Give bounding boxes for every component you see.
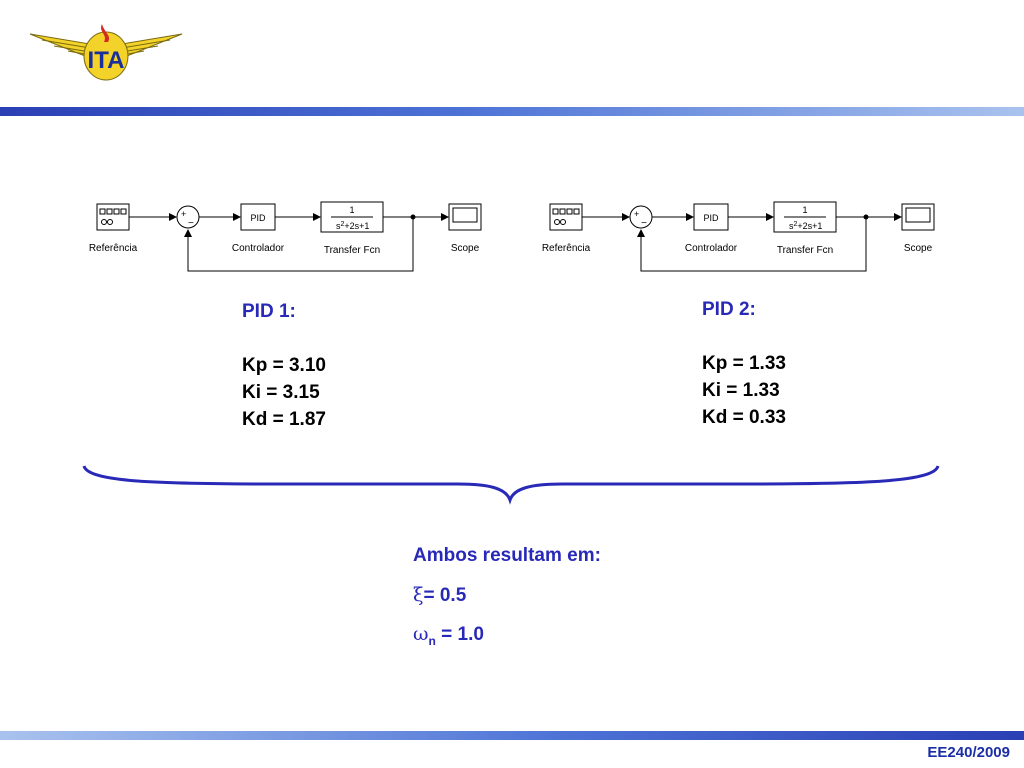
curly-brace — [82, 465, 940, 505]
pid2-title: PID 2: — [702, 299, 756, 320]
reference-block-1[interactable]: Referência — [89, 203, 138, 254]
svg-text:Referência: Referência — [89, 243, 138, 254]
scope-block-1[interactable]: Scope — [448, 203, 482, 254]
svg-text:+: + — [634, 209, 639, 219]
svg-text:Controlador: Controlador — [685, 243, 738, 254]
svg-text:ITA: ITA — [88, 47, 125, 74]
omega-symbol: ω — [413, 623, 429, 645]
diagram-2: Referência + − PID Controlador 1 s2+2s+1… — [542, 201, 935, 272]
svg-text:Scope: Scope — [904, 243, 933, 254]
svg-text:s2+2s+1: s2+2s+1 — [336, 221, 369, 231]
svg-text:Transfer Fcn: Transfer Fcn — [324, 245, 380, 256]
svg-text:−: − — [641, 218, 647, 229]
svg-text:Controlador: Controlador — [232, 243, 285, 254]
summary-title: Ambos resultam em: — [413, 545, 601, 566]
pid1-kd: Kd = 1.87 — [242, 409, 326, 430]
svg-text:PID: PID — [250, 213, 266, 223]
simulink-diagrams: Referência + − PID Controlador 1 s2+2s+1… — [89, 201, 935, 272]
transfer-fcn-block-2[interactable]: 1 s2+2s+1 Transfer Fcn — [773, 201, 837, 256]
svg-text:−: − — [188, 218, 194, 229]
pid1-title: PID 1: — [242, 301, 296, 322]
transfer-fcn-block-1[interactable]: 1 s2+2s+1 Transfer Fcn — [320, 201, 384, 256]
sum-block-1[interactable]: + − — [176, 205, 200, 229]
summary: Ambos resultam em: ξ= 0.5 ωn = 1.0 — [413, 545, 601, 662]
wn-value: = 1.0 — [435, 624, 484, 645]
wn-line: ωn = 1.0 — [413, 623, 601, 662]
sum-block-2[interactable]: + − — [629, 205, 653, 229]
svg-text:Transfer Fcn: Transfer Fcn — [777, 245, 833, 256]
pid2-kd: Kd = 0.33 — [702, 407, 786, 428]
svg-text:1: 1 — [802, 205, 807, 215]
course-code: EE240/2009 — [927, 744, 1010, 761]
footer-bar — [0, 731, 1024, 740]
svg-text:Scope: Scope — [451, 243, 480, 254]
svg-text:+: + — [181, 209, 186, 219]
svg-text:s2+2s+1: s2+2s+1 — [789, 221, 822, 231]
xi-value: = 0.5 — [423, 585, 467, 606]
header-bar — [0, 107, 1024, 116]
svg-text:1: 1 — [349, 205, 354, 215]
svg-text:Referência: Referência — [542, 243, 591, 254]
svg-text:PID: PID — [703, 213, 719, 223]
xi-line: ξ= 0.5 — [413, 584, 601, 623]
pid2-params: PID 2: Kp = 1.33 Ki = 1.33 Kd = 0.33 — [702, 296, 786, 431]
pid-block-1[interactable]: PID Controlador — [232, 203, 285, 254]
pid2-kp: Kp = 1.33 — [702, 353, 786, 374]
pid1-kp: Kp = 3.10 — [242, 355, 326, 376]
pid2-ki: Ki = 1.33 — [702, 380, 780, 401]
wn-subscript: n — [428, 633, 436, 648]
pid1-ki: Ki = 3.15 — [242, 382, 320, 403]
pid-block-2[interactable]: PID Controlador — [685, 203, 738, 254]
ita-wings-logo: ITA — [29, 24, 183, 81]
scope-block-2[interactable]: Scope — [901, 203, 935, 254]
diagram-1: Referência + − PID Controlador 1 s2+2s+1… — [89, 201, 482, 272]
xi-symbol: ξ — [413, 584, 424, 606]
reference-block-2[interactable]: Referência — [542, 203, 591, 254]
pid1-params: PID 1: Kp = 3.10 Ki = 3.15 Kd = 1.87 — [242, 298, 326, 433]
